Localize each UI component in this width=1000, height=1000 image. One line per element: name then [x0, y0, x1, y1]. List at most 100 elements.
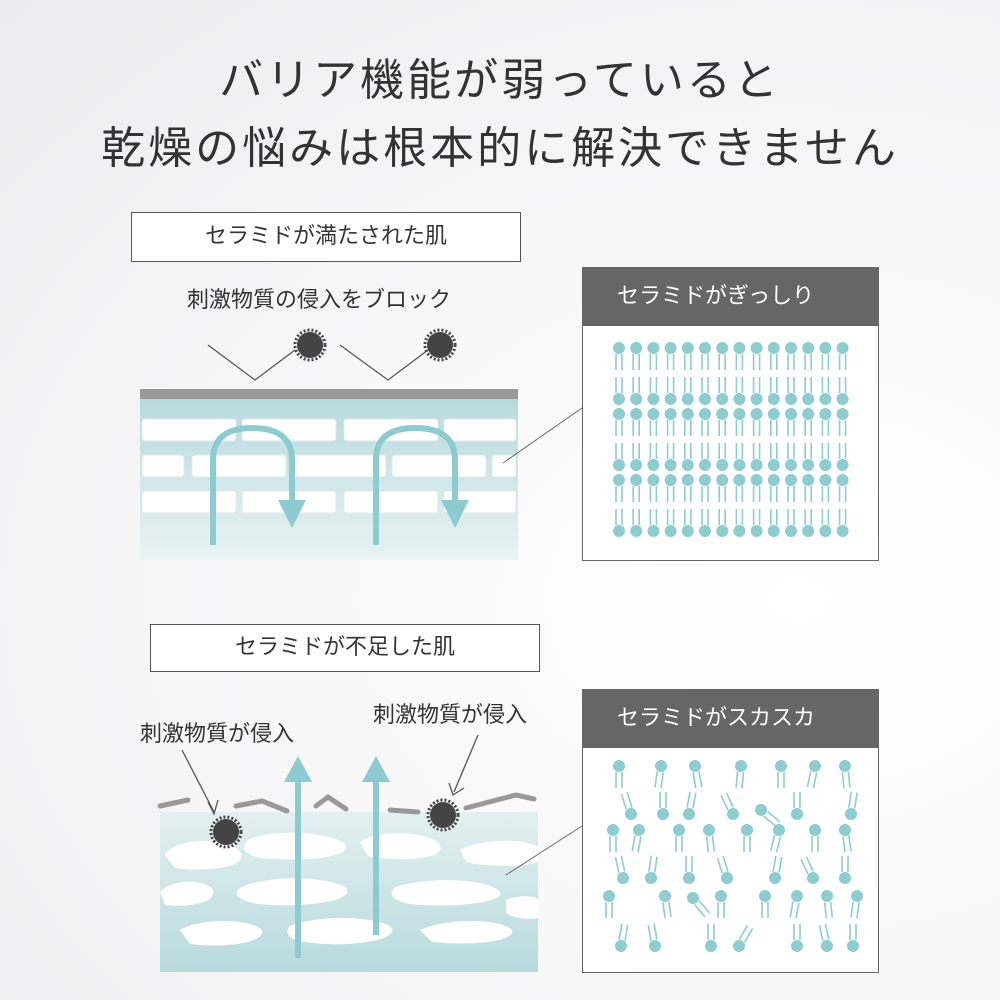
pointer-line [448, 782, 465, 796]
ceramide-molecule [750, 509, 763, 537]
ceramide-molecule [733, 925, 754, 952]
ceramide-molecule [791, 792, 803, 820]
ceramide-molecule [755, 804, 781, 828]
broken-barrier [463, 792, 537, 811]
headline-line-2: 乾燥の悩みは根本的に解決できません [101, 123, 899, 174]
ceramide-molecule [657, 792, 669, 820]
skin-cell [391, 454, 487, 478]
pointer-line [181, 749, 215, 813]
ceramide-molecule [733, 342, 746, 370]
skin-cell [491, 454, 517, 478]
sparse-lipid-layer [603, 760, 863, 952]
ceramide-molecule [819, 509, 832, 537]
ceramide-molecule [699, 443, 711, 471]
ceramide-molecule [716, 342, 729, 370]
ceramide-molecule [769, 824, 785, 853]
ceramide-molecule [716, 474, 729, 502]
irritant-entry-caption-left: 刺激物質が侵入 [140, 722, 295, 747]
ceramide-molecule [767, 474, 780, 502]
ceramide-molecule [839, 824, 852, 853]
ceramide-molecule [806, 760, 821, 789]
ceramide-molecule [716, 443, 729, 471]
ceramide-molecule [664, 408, 677, 436]
ceramide-molecule [809, 824, 821, 852]
headline-line-1: バリア機能が弱っていると [219, 55, 781, 106]
ceramide-molecule [681, 474, 694, 502]
ceramide-molecule [630, 443, 643, 471]
ceramide-molecule [785, 474, 797, 502]
ceramide-molecule [741, 824, 753, 852]
ceramide-molecule [836, 377, 849, 405]
ceramide-molecule [613, 474, 625, 502]
ceramide-molecule [683, 856, 695, 884]
ceramide-molecule [785, 408, 797, 436]
blocked-arrow [373, 424, 458, 545]
broken-barrier [313, 793, 349, 812]
ceramide-molecule [647, 377, 660, 405]
ceramide-molecule [735, 760, 747, 789]
ceramide-molecule [836, 474, 849, 502]
ceramide-molecule [659, 890, 672, 919]
ceramide-molecule [733, 443, 746, 471]
ceramide-molecule [791, 924, 803, 952]
ceramide-molecule [802, 474, 815, 502]
panel-title: セラミドがスカスカ [583, 690, 878, 748]
ceramide-molecule [720, 792, 739, 820]
broken-barrier [157, 797, 191, 809]
sparse-ceramide-panel: セラミドがスカスカ [582, 689, 879, 973]
irritant-particle [209, 815, 243, 849]
ceramide-molecule [785, 443, 797, 471]
ceramide-molecule [800, 856, 819, 884]
ceramide-molecule [733, 509, 746, 537]
ceramide-molecule [802, 342, 815, 370]
ceramide-molecule [630, 377, 643, 405]
ceramide-molecule [750, 377, 763, 405]
ceramide-molecule [819, 443, 832, 471]
ceramide-molecule [699, 509, 711, 537]
skin-cell [165, 841, 242, 870]
dense-lipid-layer [613, 342, 849, 537]
panel-title: セラミドがぎっしり [583, 268, 878, 326]
ceramide-molecule [613, 760, 625, 788]
pointer-line [453, 734, 479, 793]
ceramide-molecule [664, 443, 677, 471]
irritant-particle [423, 328, 457, 362]
ceramide-molecule [750, 342, 763, 370]
zoom-connector [505, 825, 583, 876]
ceramide-molecule [664, 509, 677, 537]
pointer-line [339, 344, 429, 381]
irritant-entry-caption-right: 刺激物質が侵入 [373, 703, 528, 728]
ceramide-molecule [614, 855, 629, 884]
skin-cell [160, 881, 214, 906]
ceramide-molecule [733, 474, 746, 502]
ceramide-molecule [775, 760, 787, 788]
ceramide-molecule [630, 474, 643, 502]
barrier-layer [140, 389, 518, 399]
ceramide-molecule [615, 923, 629, 952]
ceramide-molecule [681, 408, 694, 436]
ceramide-molecule [819, 408, 832, 436]
ceramide-molecule [839, 760, 851, 789]
ceramide-molecule [836, 509, 849, 537]
ceramide-molecule [750, 443, 763, 471]
ceramide-molecule [647, 509, 660, 537]
ceramide-molecule [767, 342, 780, 370]
block-irritants-caption: 刺激物質の侵入をブロック [187, 288, 452, 313]
ceramide-molecule [630, 342, 643, 370]
ceramide-molecule [769, 855, 783, 884]
ceramide-molecule [681, 443, 694, 471]
ceramide-molecule [767, 408, 780, 436]
ceramide-molecule [687, 892, 711, 918]
ceramide-molecule [603, 890, 615, 918]
ceramide-molecule [647, 443, 660, 471]
ceramide-molecule [647, 408, 660, 436]
ceramide-molecule [818, 923, 833, 952]
ceramide-molecule [750, 474, 763, 502]
pointer-line [207, 799, 219, 816]
ceramide-molecule [654, 760, 667, 789]
ceramide-molecule [683, 791, 697, 820]
ceramide-molecule [819, 474, 832, 502]
ceramide-molecule [645, 855, 658, 884]
